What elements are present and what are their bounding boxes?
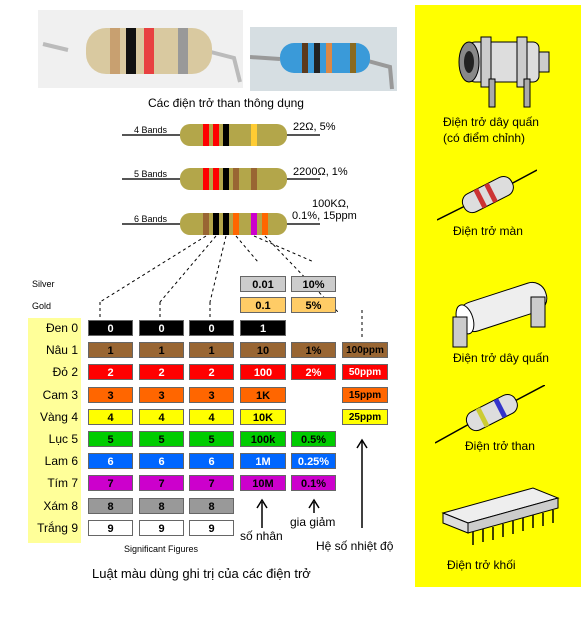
resistor-network-icon	[441, 487, 560, 545]
digit1-cell: 9	[88, 520, 133, 536]
digit1-cell: 4	[88, 409, 133, 425]
type-label-3: Điện trở dây quấn	[453, 351, 549, 365]
digit1-cell: 2	[88, 364, 133, 380]
multiplier-cell: 1M	[240, 453, 286, 469]
resistor-value-5: 2200Ω, 1%	[293, 166, 348, 178]
tolerance-cell: 0.1%	[291, 475, 336, 491]
multiplier-cell: 1	[240, 320, 286, 336]
gold-label: Gold	[32, 301, 52, 311]
digit3-cell: 4	[189, 409, 234, 425]
multiplier-cell: 10K	[240, 409, 286, 425]
multiplier-cell: 1K	[240, 387, 286, 403]
multiplier-cell: 100	[240, 364, 286, 380]
color-name-label: Cam 3	[42, 388, 78, 402]
color-name-label: Tím 7	[47, 476, 78, 490]
tolerance-cell: 1%	[291, 342, 336, 358]
tolerance-annotation: gia giảm	[290, 515, 336, 529]
digit2-cell: 2	[139, 364, 184, 380]
digit2-cell: 4	[139, 409, 184, 425]
digit1-cell: 1	[88, 342, 133, 358]
digit2-cell: 3	[139, 387, 184, 403]
significant-figures-label: Significant Figures	[124, 544, 199, 554]
multiplier-cell: 10	[240, 342, 286, 358]
digit1-cell: 3	[88, 387, 133, 403]
digit3-cell: 3	[189, 387, 234, 403]
band-label-5: 5 Bands	[134, 169, 168, 179]
type-label-1b: (có điểm chỉnh)	[443, 131, 526, 145]
digit3-cell: 1	[189, 342, 234, 358]
tolerance-cell: 0.25%	[291, 453, 336, 469]
multiplier-annotation: số nhân	[240, 529, 283, 543]
resistor-value-6a: 100KΩ,	[312, 198, 349, 210]
tempco-annotation: Hệ số nhiệt độ	[316, 539, 394, 553]
digit3-cell: 8	[189, 498, 234, 514]
resistor-diagrams	[99, 124, 339, 312]
color-name-label: Lục 5	[48, 432, 78, 446]
bottom-caption: Luật màu dùng ghi trị của các điện trở	[92, 566, 311, 581]
color-name-label: Đen 0	[45, 321, 78, 335]
digit2-cell: 7	[139, 475, 184, 491]
tempco-cell: 100ppm	[342, 342, 388, 358]
silver-tolerance-cell: 10%	[291, 276, 336, 292]
digit3-cell: 6	[189, 453, 234, 469]
resistor-value-6b: 0.1%, 15ppm	[292, 210, 357, 222]
tempco-cell: 25ppm	[342, 409, 388, 425]
digit3-cell: 5	[189, 431, 234, 447]
silver-label: Silver	[32, 279, 55, 289]
digit2-cell: 0	[139, 320, 184, 336]
color-name-label: Nâu 1	[45, 343, 78, 357]
digit2-cell: 1	[139, 342, 184, 358]
digit3-cell: 2	[189, 364, 234, 380]
tempco-cell: 50ppm	[342, 364, 388, 380]
color-name-label: Vàng 4	[39, 410, 78, 424]
color-name-label: Lam 6	[44, 454, 78, 468]
digit3-cell: 0	[189, 320, 234, 336]
carbon-resistor-icon	[435, 385, 545, 444]
digit1-cell: 8	[88, 498, 133, 514]
color-name-label: Đỏ 2	[52, 365, 78, 379]
film-resistor-icon	[437, 169, 537, 221]
gold-multiplier-cell: 0.1	[240, 297, 286, 313]
band-label-4: 4 Bands	[134, 125, 168, 135]
multiplier-cell: 100k	[240, 431, 286, 447]
digit3-cell: 7	[189, 475, 234, 491]
digit1-cell: 7	[88, 475, 133, 491]
digit2-cell: 6	[139, 453, 184, 469]
resistor-value-4: 22Ω, 5%	[293, 121, 336, 133]
color-name-column	[28, 318, 81, 543]
digit1-cell: 5	[88, 431, 133, 447]
tempco-cell: 15ppm	[342, 387, 388, 403]
type-label-5: Điện trở khối	[447, 558, 516, 572]
digit3-cell: 9	[189, 520, 234, 536]
color-name-label: Trắng 9	[37, 521, 78, 535]
type-label-2: Điện trở màn	[453, 224, 523, 238]
band-label-6: 6 Bands	[134, 214, 168, 224]
silver-multiplier-cell: 0.01	[240, 276, 286, 292]
type-label-4: Điện trở than	[465, 439, 535, 453]
tolerance-cell: 0.5%	[291, 431, 336, 447]
multiplier-cell: 10M	[240, 475, 286, 491]
digit1-cell: 6	[88, 453, 133, 469]
digit1-cell: 0	[88, 320, 133, 336]
guide-lines	[99, 302, 368, 528]
digit2-cell: 8	[139, 498, 184, 514]
wirewound-adjustable-resistor-icon	[458, 36, 550, 108]
digit2-cell: 5	[139, 431, 184, 447]
color-name-label: Xám 8	[43, 499, 78, 513]
top-title: Các điện trở than thông dụng	[148, 96, 304, 110]
digit2-cell: 9	[139, 520, 184, 536]
type-label-1a: Điện trở dây quấn	[443, 115, 539, 129]
tolerance-cell: 2%	[291, 364, 336, 380]
wirewound-resistor-icon	[452, 281, 548, 348]
gold-tolerance-cell: 5%	[291, 297, 336, 313]
resistor-types-panel: Điện trở dây quấn (có điểm chỉnh) Điện t…	[415, 5, 581, 587]
photo-film-resistor	[250, 27, 397, 91]
photo-carbon-resistor	[38, 10, 243, 88]
